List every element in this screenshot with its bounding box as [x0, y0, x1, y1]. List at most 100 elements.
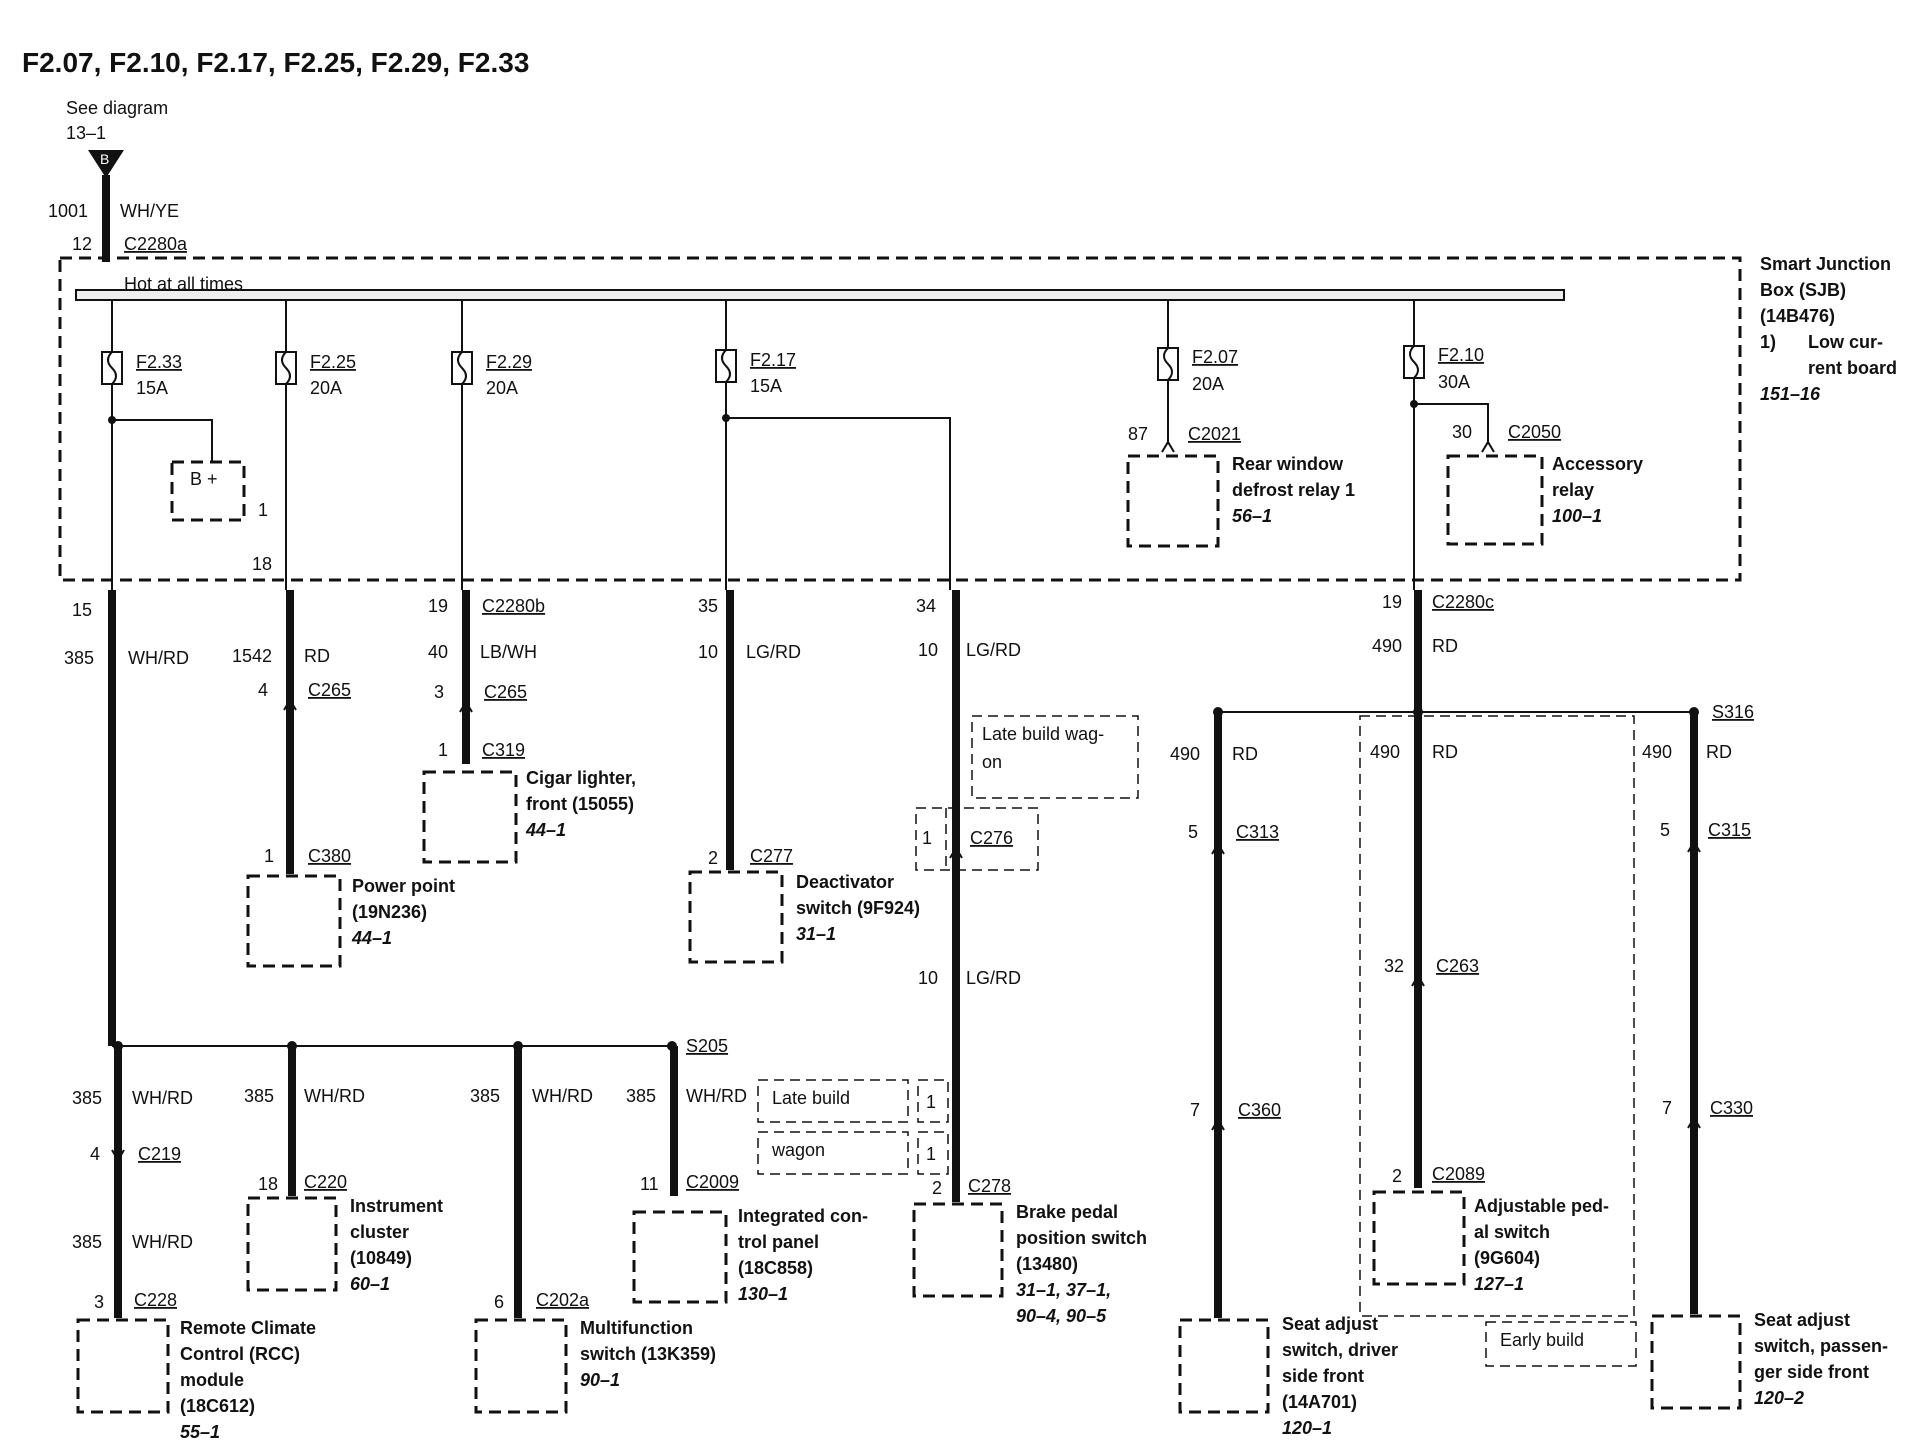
early-build-outline	[1359, 715, 1635, 1317]
source-connector: C2280a	[124, 234, 188, 254]
c3-pin2: 3	[434, 682, 444, 702]
sjb-ref: 151–16	[1760, 384, 1821, 404]
page-title: F2.07, F2.10, F2.17, F2.25, F2.29, F2.33	[22, 47, 529, 78]
fuse-f207: F2.07 20A	[1157, 300, 1238, 453]
c6-pin: 19	[1382, 592, 1402, 612]
c5-line2: position switch	[1016, 1228, 1147, 1248]
seat-driver-line4: (14A701)	[1282, 1392, 1357, 1412]
fuse-rating: 15A	[750, 376, 782, 396]
source-pin: 12	[72, 234, 92, 254]
icp-ref: 130–1	[738, 1284, 788, 1304]
fuse-rating: 20A	[486, 378, 518, 398]
multi-color: WH/RD	[532, 1086, 593, 1106]
sjb-outline	[58, 256, 1742, 582]
source-color: WH/YE	[120, 201, 179, 221]
bplus-box	[170, 460, 246, 522]
c5-color: LG/RD	[966, 640, 1021, 660]
cluster-color: WH/RD	[304, 1086, 365, 1106]
c3-pin3: 1	[438, 740, 448, 760]
seat-pass-line3: ger side front	[1754, 1362, 1869, 1382]
seat-driver-line3: side front	[1282, 1366, 1364, 1386]
bplus-label: B +	[190, 469, 218, 489]
adjustable-pedal-switch-box	[1372, 1190, 1466, 1286]
pedal-circuit: 490	[1370, 742, 1400, 762]
icp-line2: trol panel	[738, 1232, 819, 1252]
multi-pin2: 6	[494, 1292, 504, 1312]
source-circuit: 1001	[48, 201, 88, 221]
brake-pedal-switch-box	[912, 1202, 1004, 1298]
pedal-line1: Adjustable ped-	[1474, 1196, 1609, 1216]
c3-conn2: C265	[484, 682, 527, 702]
c5-conn3: C278	[968, 1176, 1011, 1196]
fuse-f210: F2.10 30A	[1403, 300, 1495, 590]
c5-pin2: 1	[922, 828, 932, 848]
c5-pin: 34	[916, 596, 936, 616]
sjb-name2: Box (SJB)	[1760, 280, 1846, 300]
seat-passenger-box	[1650, 1314, 1742, 1410]
c2-pin: 18	[252, 554, 272, 574]
seat-pass-conn3: C330	[1710, 1098, 1753, 1118]
cluster-conn2: C220	[304, 1172, 347, 1192]
fuse-rating: 30A	[1438, 372, 1470, 392]
seat-driver-line1: Seat adjust	[1282, 1314, 1378, 1334]
fuse-f225: F2.25 20A	[275, 300, 356, 590]
seat-driver-pin3: 7	[1190, 1100, 1200, 1120]
c3-pin: 19	[428, 596, 448, 616]
fuse-f229: F2.29 20A	[451, 300, 532, 590]
source-triangle-icon	[88, 150, 124, 178]
c5-ref2: 90–4, 90–5	[1016, 1306, 1107, 1326]
bplus-pin: 1	[258, 500, 268, 520]
seat-pass-color: RD	[1706, 742, 1732, 762]
seat-driver-line2: switch, driver	[1282, 1340, 1398, 1360]
cluster-line2: cluster	[350, 1222, 409, 1242]
c5-color2: LG/RD	[966, 968, 1021, 988]
c6-connector: C2280c	[1432, 592, 1494, 612]
c1-color: WH/RD	[128, 648, 189, 668]
c6-circuit: 490	[1372, 636, 1402, 656]
cluster-line3: (10849)	[350, 1248, 412, 1268]
rear-defrost-line1: Rear window	[1232, 454, 1344, 474]
c6-color: RD	[1432, 636, 1458, 656]
pedal-color: RD	[1432, 742, 1458, 762]
icp-pin2: 11	[640, 1174, 659, 1194]
instrument-cluster-box	[246, 1196, 338, 1292]
rcc-ref: 55–1	[180, 1422, 220, 1442]
c276-box	[915, 807, 1039, 871]
cluster-ref: 60–1	[350, 1274, 390, 1294]
rear-defrost-ref: 56–1	[1232, 506, 1272, 526]
c4-pin2: 2	[708, 848, 718, 868]
pedal-early: Early build	[1500, 1330, 1584, 1350]
c4-pin: 35	[698, 596, 718, 616]
bus-label: Hot at all times	[124, 274, 243, 294]
rcc-conn2: C219	[138, 1144, 181, 1164]
cluster-line1: Instrument	[350, 1196, 443, 1216]
fuse-rating: 20A	[310, 378, 342, 398]
bus-bar	[75, 289, 1565, 301]
icp-color: WH/RD	[686, 1086, 747, 1106]
rcc-color2: WH/RD	[132, 1232, 193, 1252]
c5-ref1: 31–1, 37–1,	[1016, 1280, 1111, 1300]
fuse-f233: F2.33 15A	[101, 300, 213, 590]
seat-driver-box	[1178, 1318, 1270, 1414]
rear-defrost-pin: 87	[1128, 424, 1148, 444]
c5-pin3: 2	[932, 1178, 942, 1198]
fuse-id: F2.29	[486, 352, 532, 372]
c4-circuit: 10	[698, 642, 718, 662]
rcc-color: WH/RD	[132, 1088, 193, 1108]
accessory-line1: Accessory	[1552, 454, 1643, 474]
integrated-control-panel-box	[632, 1210, 728, 1304]
rcc-pin2: 4	[90, 1144, 100, 1164]
rcc-conn3: C228	[134, 1290, 177, 1310]
c2-pin2: 4	[258, 680, 268, 700]
icp-circuit: 385	[626, 1086, 656, 1106]
c1-circuit: 385	[64, 648, 94, 668]
seat-driver-pin2: 5	[1188, 822, 1198, 842]
multifunction-switch-box	[474, 1318, 568, 1414]
rcc-line1: Remote Climate	[180, 1318, 316, 1338]
rear-defrost-connector: C2021	[1188, 424, 1241, 444]
seat-driver-conn3: C360	[1238, 1100, 1281, 1120]
c4-line2: switch (9F924)	[796, 898, 920, 918]
c1-pin: 15	[72, 600, 92, 620]
rcc-circuit2: 385	[72, 1232, 102, 1252]
c2-conn3: C380	[308, 846, 351, 866]
